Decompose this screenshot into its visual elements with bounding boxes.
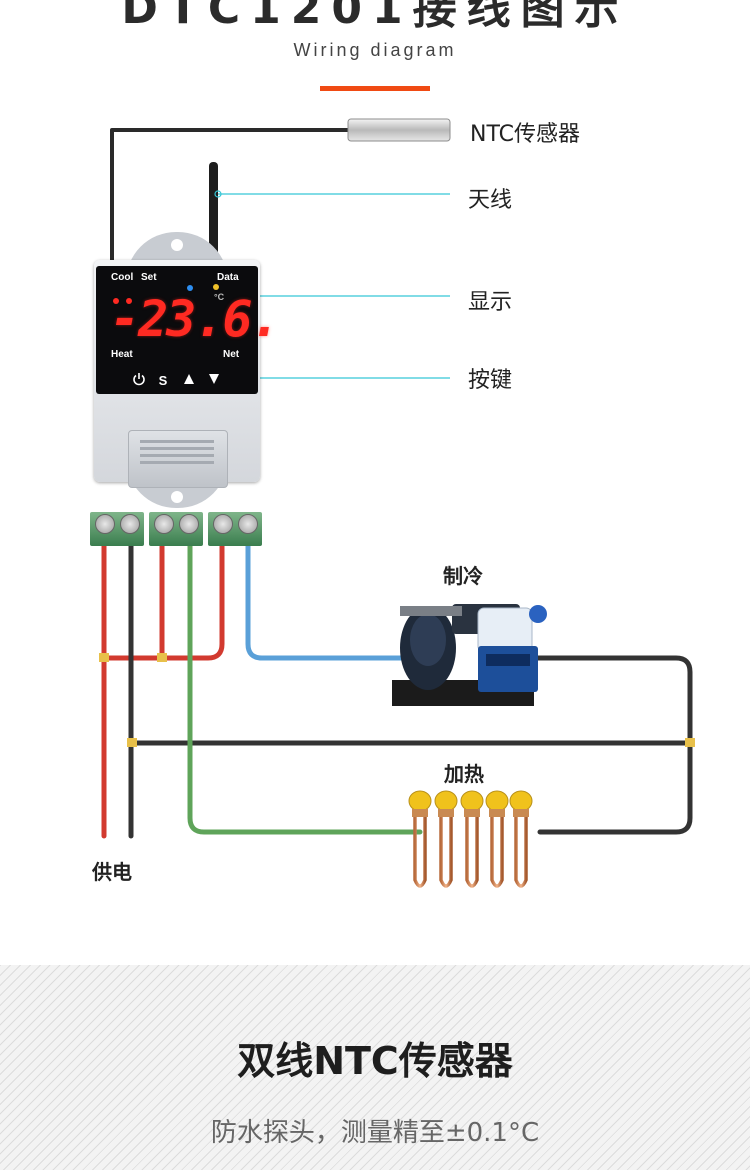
wire-group [101,543,693,839]
heater-collar [513,809,529,817]
vent-slot [140,440,214,443]
feature-subtitle: 防水探头，测量精至±0.1°C [210,1118,540,1148]
controller-display [96,266,258,394]
heater-tube [413,806,427,888]
label-net: Net [223,349,240,360]
junction-neutral-right [685,738,695,747]
wiring-diagram [99,118,695,888]
indicator-cool-2 [126,298,132,304]
terminal-screw [179,514,199,534]
heater-cap [460,790,484,812]
indicator-set [187,285,193,291]
label-unit: °C [214,292,225,302]
heater-tube [490,806,504,888]
junction-markers [99,653,695,747]
vent-slot [140,447,214,450]
heater-collar [464,809,480,817]
temperature-readout: -23.6. [110,290,281,348]
feature-panel [0,965,750,1170]
heater-tube [514,806,528,888]
wire-signal [245,543,405,661]
mount-hole-top [171,239,183,251]
junction-neutral [127,738,137,747]
label-power-supply: 供电 [92,860,132,884]
label-heat: Heat [111,349,133,360]
set-key[interactable]: S [158,373,168,388]
up-key[interactable] [180,372,198,390]
vent-slot [140,461,214,464]
label-cool: Cool [111,272,134,283]
page-subtitle: Wiring diagram [293,40,457,60]
heater-tube [465,806,479,888]
terminal-screw [95,514,115,534]
terminal-screw [238,514,258,534]
heater-tube [439,806,453,888]
heater-collar [489,809,505,817]
terminal-screw [213,514,233,534]
indicator-data [213,284,219,290]
power-key[interactable] [130,372,148,390]
label-data: Data [217,272,239,283]
label-heating: 加热 [444,762,484,786]
mount-hole-bottom [171,491,183,503]
down-triangle-icon [209,374,219,384]
heater-cap [485,790,509,812]
vent-slot [140,454,214,457]
terminal-screw [154,514,174,534]
wire-ground [187,543,423,835]
callout-dot-antenna [214,190,222,198]
label-set: Set [141,272,157,283]
callout-antenna: 天线 [468,188,513,213]
heater-elements [408,790,533,888]
heater-cap [434,790,458,812]
callout-display: 显示 [468,290,513,315]
sensor-cable [110,128,350,262]
heater-cap [509,790,533,812]
accent-bar [320,86,430,91]
ntc-sensor-probe [347,118,451,142]
heater-cap [408,790,432,812]
callout-ntc-sensor: NTC传感器 [470,122,580,147]
wire-live-bridge [101,543,225,661]
up-triangle-icon [184,374,194,384]
junction-live-2 [157,653,167,662]
power-icon [133,373,145,386]
terminal-screw [120,514,140,534]
heater-collar [438,809,454,817]
page-title: DTC1201接线图示 [121,0,629,34]
heater-collar [412,809,428,817]
callout-keys: 按键 [468,368,513,393]
junction-live [99,653,109,662]
compressor-unit [392,604,547,706]
feature-title: 双线NTC传感器 [237,1039,513,1083]
indicator-cool [113,298,119,304]
terminal-cover [128,430,228,488]
down-key[interactable] [205,372,223,390]
label-cooling: 制冷 [443,564,483,588]
antenna [209,162,218,262]
